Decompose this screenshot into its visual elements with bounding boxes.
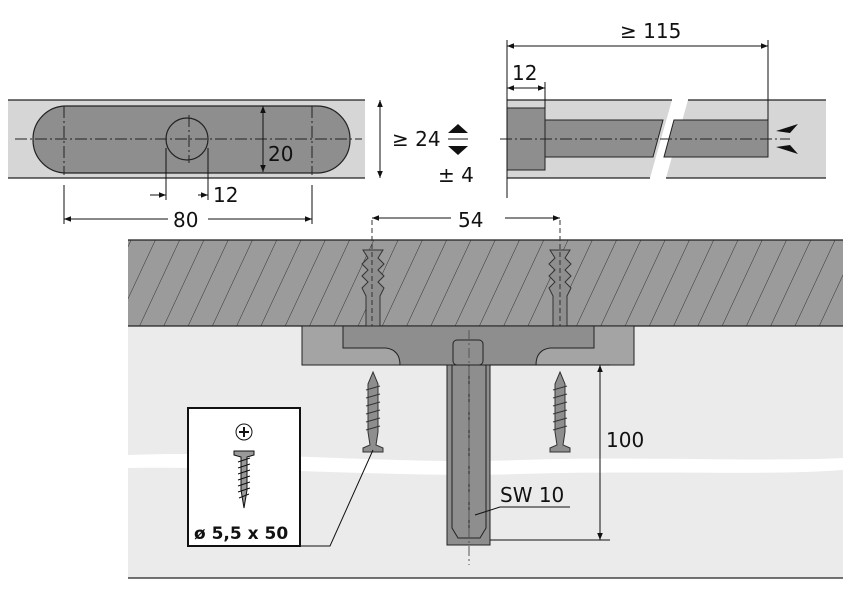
min-width-label: ≥ 24 [392,127,441,151]
slot-height-label: 20 [268,142,293,166]
screw-spec-label: ø 5,5 x 50 [194,524,288,544]
screw-inset: ø 5,5 x 50 [187,407,374,547]
wrench-size-label: SW 10 [500,483,564,507]
nut [452,339,484,366]
ceiling-section [128,240,843,326]
bolt-length-label: 100 [606,428,644,452]
adjustment-label: ± 4 [438,163,474,187]
adjust-arrows-icon [448,124,468,155]
dowel-spacing-label: 54 [458,208,483,232]
top-view: 20 ≥ 24 12 80 [8,99,441,232]
screw-left [362,370,384,453]
section-view: 54 100 SW 10 [128,208,843,579]
min-length-label: ≥ 115 [620,19,681,43]
direction-arrows-icon [776,124,798,154]
side-view: ≥ 115 12 ± 4 [438,19,826,198]
hole-diameter-label: 12 [213,183,238,207]
block-width-label: 12 [512,61,537,85]
slot-length-label: 80 [173,208,198,232]
screw-right [549,370,571,453]
